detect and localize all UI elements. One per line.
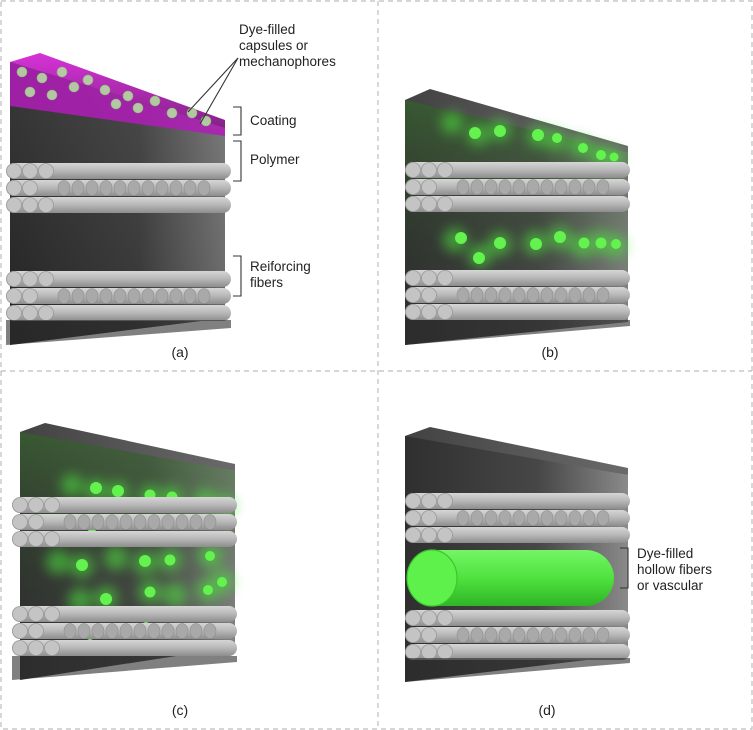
capsule-group [16,66,212,127]
callout-capsules-line2: capsules or [239,38,309,53]
panel-c-block [11,423,238,680]
panel-label-c: (c) [171,702,189,718]
callout-fibers-line1: Reiforcing [250,259,311,274]
panel-d-block [404,427,631,682]
capsule-glow-group [441,112,627,268]
panel-label-b: (b) [541,344,559,360]
hollow-fiber-green [406,549,614,607]
callout-hollow: Dye-filled hollow fibers or vascular [637,546,712,594]
callout-hollow-line1: Dye-filled [637,546,694,561]
panel-a-block [5,53,232,345]
callout-hollow-line2: hollow fibers [637,562,713,577]
callout-fibers: Reiforcing fibers [250,259,311,291]
callout-fibers-line2: fibers [250,275,284,290]
callout-bracket-d [620,547,629,589]
panel-label-a: (a) [171,344,189,360]
callout-coating: Coating [250,113,297,128]
callout-polymer: Polymer [250,152,300,167]
callout-hollow-line3: or vascular [637,578,704,593]
callout-capsules-line3: mechanophores [239,54,336,69]
callout-capsules-line1: Dye-filled [239,22,296,37]
callout-capsules: Dye-filled capsules or mechanophores [239,22,336,70]
panel-b-block [404,89,631,345]
panel-label-d: (d) [538,702,556,718]
callout-lines-a [187,57,242,297]
